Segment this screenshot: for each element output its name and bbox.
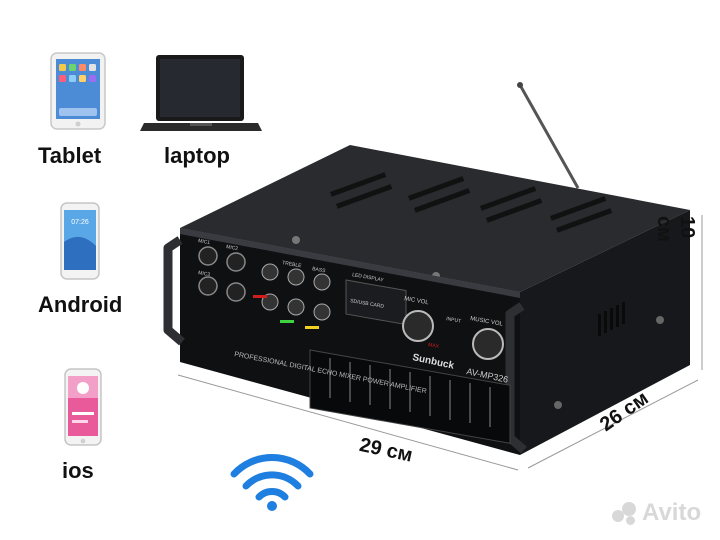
- amplifier-image: Sunbuck AV-MP326 PROFESSIONAL DIGITAL EC…: [150, 80, 710, 480]
- laptop-label: laptop: [164, 143, 230, 168]
- ios-phone-image: [64, 368, 102, 446]
- led-display-label: LED DISPLAY: [352, 272, 385, 284]
- android-label: Android: [38, 292, 123, 317]
- music-vol-label: MUSIC VOL: [470, 316, 504, 328]
- ios-label: ios: [62, 458, 94, 483]
- watermark-text: Avito: [642, 499, 702, 526]
- avito-logo-icon: [612, 500, 638, 526]
- treble-label: TREBLE: [282, 260, 303, 269]
- max-label: MAX: [428, 342, 440, 350]
- android-phone-image: 07:26: [60, 202, 100, 280]
- bass-label: BASS: [312, 266, 327, 274]
- mic2-label: MIC2: [226, 244, 239, 252]
- wireless-icon: [230, 452, 314, 512]
- tablet-label: Tablet: [38, 143, 102, 168]
- watermark: Avito: [612, 498, 701, 528]
- mic1-label: MIC1: [198, 238, 211, 246]
- laptop-image: [140, 55, 262, 135]
- svg-text:07:26: 07:26: [71, 219, 89, 226]
- tablet-image: [50, 52, 106, 130]
- sd-card-label: SD/USB CARD: [350, 298, 385, 310]
- mic3-label: MIC3: [198, 270, 211, 278]
- input-label: INPUT: [446, 316, 462, 325]
- height-dimension-label: 10 см: [653, 216, 698, 242]
- mic-vol-label: MIC VOL: [404, 296, 430, 306]
